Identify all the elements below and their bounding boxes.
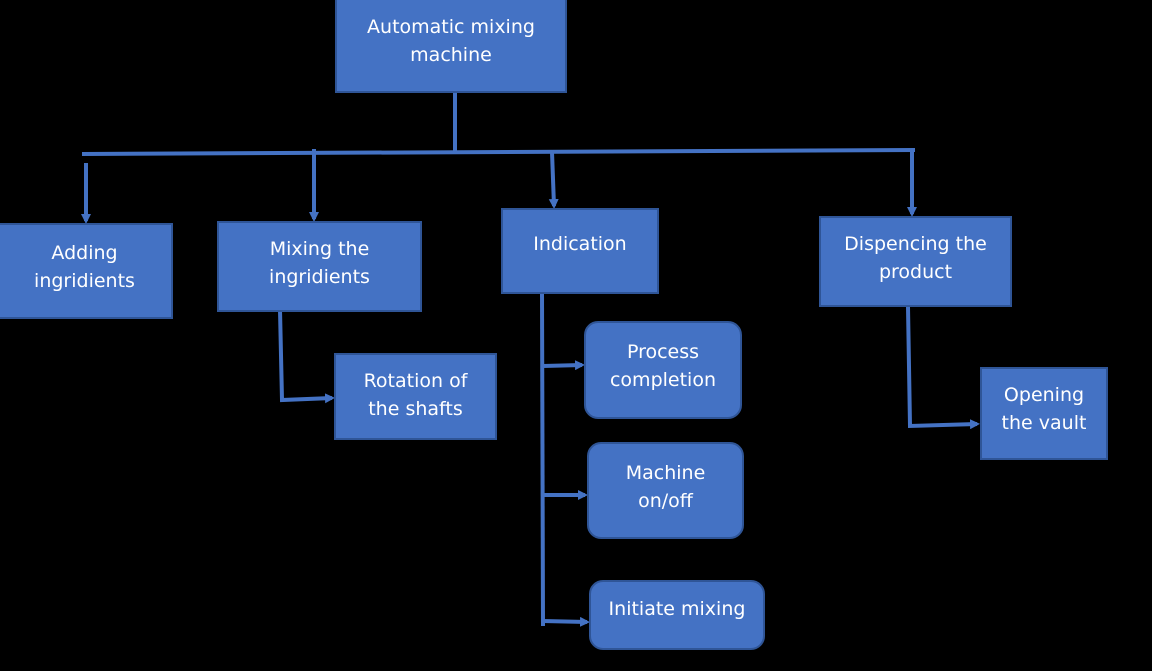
node-machine-on-off-line2: on/off bbox=[638, 489, 693, 512]
node-initiate-mixing-line1: Initiate mixing bbox=[608, 598, 746, 620]
node-rotation-of-the-shafts-line2: the shafts bbox=[368, 397, 463, 420]
node-dispencing-the-product-line2: product bbox=[878, 260, 953, 283]
node-rotation-of-the-shafts-line1: Rotation of bbox=[363, 369, 468, 392]
node-adding-ingridients: Adding ingridients bbox=[0, 223, 173, 319]
edge-main-bus bbox=[81, 148, 916, 156]
edge-dispensing-vault bbox=[906, 306, 980, 430]
node-adding-ingridients-line1: Adding bbox=[51, 242, 118, 264]
node-initiate-mixing: Initiate mixing bbox=[589, 580, 765, 650]
node-mixing-the-ingridients-line1: Mixing the bbox=[269, 237, 370, 260]
edge-root-indication bbox=[548, 151, 559, 209]
node-opening-the-vault-line1: Opening bbox=[1003, 383, 1085, 406]
node-process-completion-line1: Process bbox=[626, 341, 700, 363]
node-machine-on-off-line1: Machine bbox=[625, 461, 706, 484]
node-indication-line1: Indication bbox=[533, 233, 627, 255]
node-adding-ingridients-line2: ingridients bbox=[34, 270, 135, 292]
node-automatic-mixing-machine-line1: Automatic mixing bbox=[367, 16, 535, 38]
edge-mixing-rotation bbox=[278, 309, 335, 404]
node-opening-the-vault: Opening the vault bbox=[980, 367, 1108, 460]
node-process-completion-line2: completion bbox=[609, 369, 716, 391]
node-mixing-the-ingridients-line2: ingridients bbox=[269, 265, 370, 288]
node-indication: Indication bbox=[501, 208, 659, 294]
node-dispencing-the-product: Dispencing the product bbox=[819, 216, 1012, 307]
node-mixing-the-ingridients: Mixing the ingridients bbox=[217, 221, 422, 312]
edge-indication-spine bbox=[540, 291, 545, 627]
node-rotation-of-the-shafts: Rotation of the shafts bbox=[334, 353, 497, 440]
node-automatic-mixing-machine-line2: machine bbox=[410, 44, 492, 66]
node-dispencing-the-product-line1: Dispencing the bbox=[844, 232, 987, 255]
node-opening-the-vault-line2: the vault bbox=[1001, 411, 1087, 434]
edge-indication-initiate bbox=[542, 616, 590, 627]
node-automatic-mixing-machine: Automatic mixing machine bbox=[335, 0, 567, 93]
node-machine-on-off: Machine on/off bbox=[587, 442, 744, 539]
node-process-completion: Process completion bbox=[584, 321, 742, 419]
edge-indication-process bbox=[542, 360, 585, 371]
